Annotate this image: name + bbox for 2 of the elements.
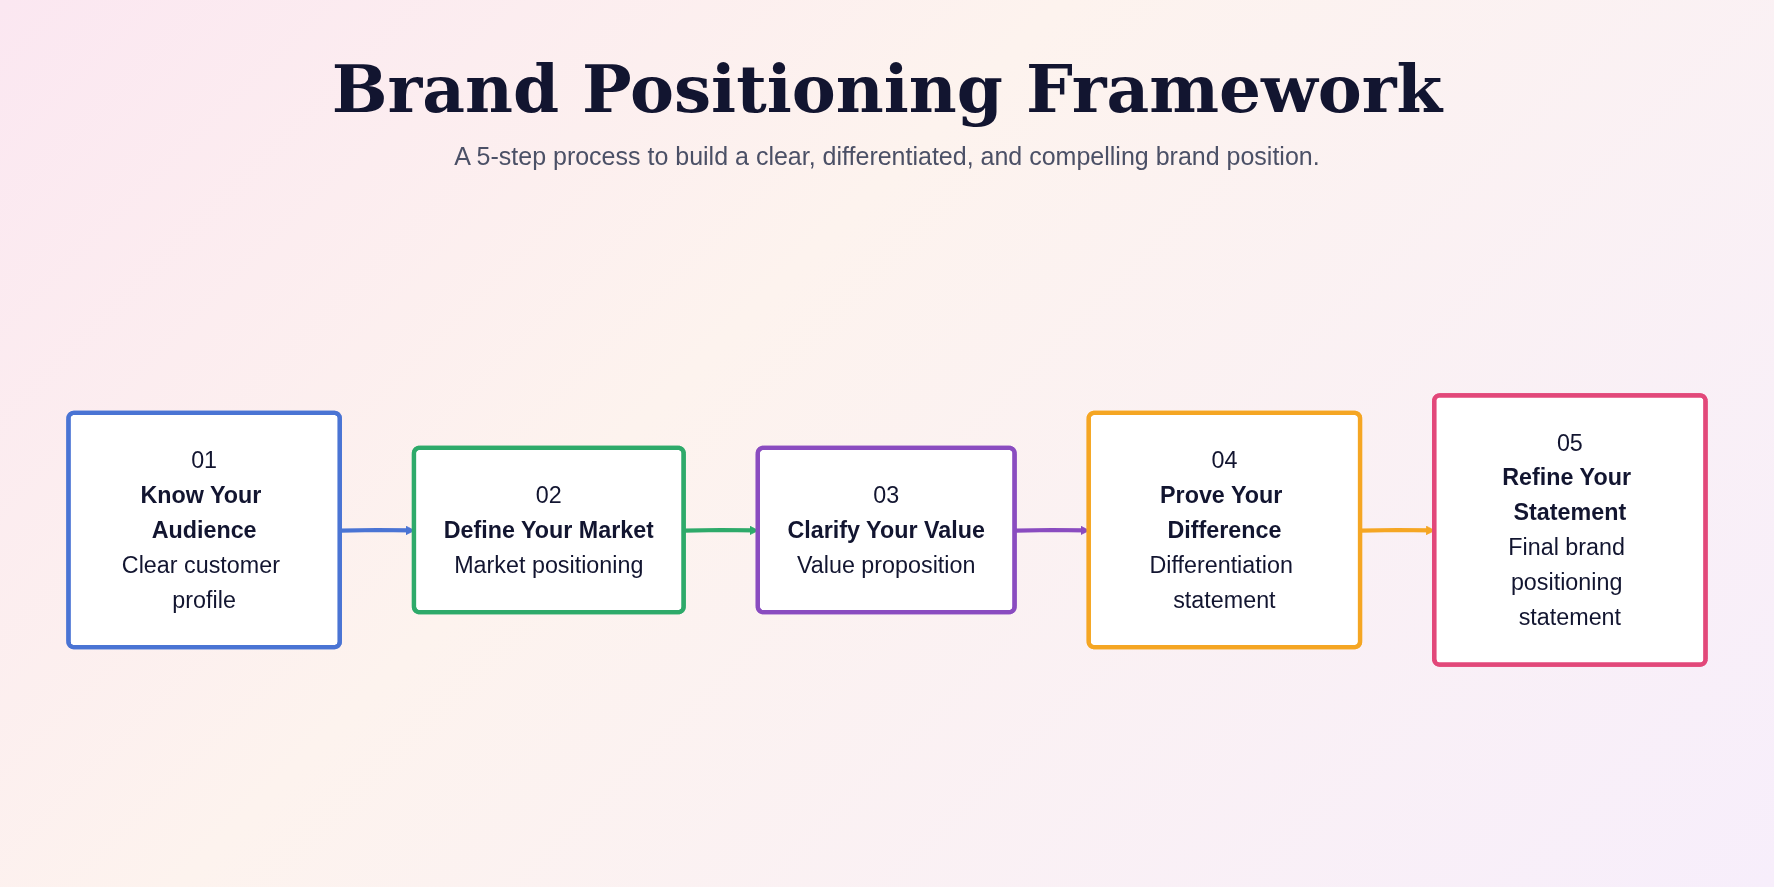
subtitle: A 5-step process to build a clear, differentiated, and compelling brand position.	[454, 142, 1320, 171]
title: Brand Positioning Framework	[331, 50, 1443, 128]
